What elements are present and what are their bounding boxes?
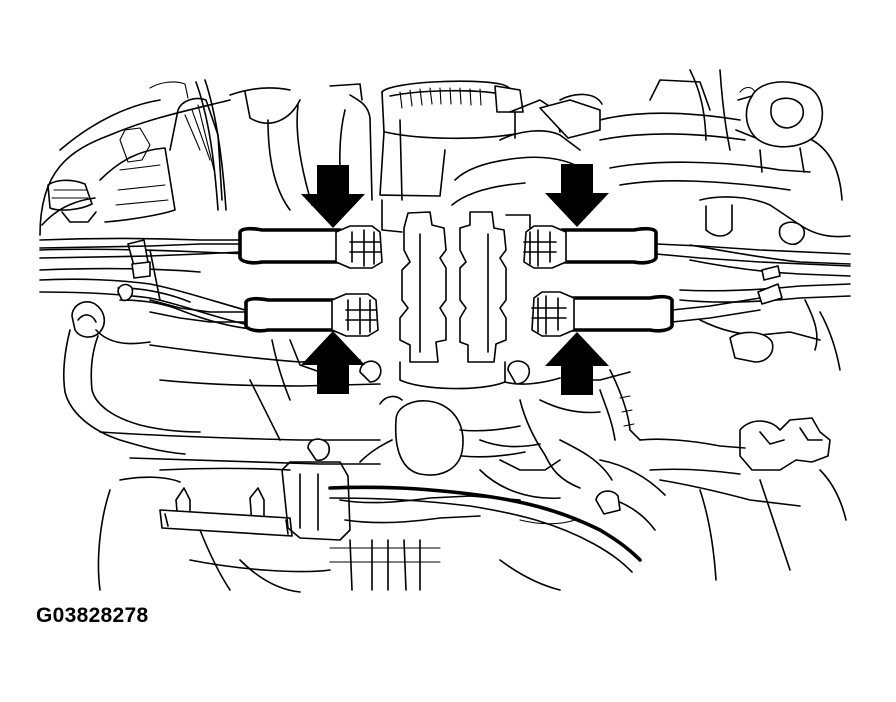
upper-hose-assembly <box>39 225 851 269</box>
arrow-upper-left-icon <box>301 165 365 228</box>
figure-code: G03828278 <box>36 604 149 627</box>
arrow-lower-right-icon <box>545 332 609 395</box>
arrow-lower-left-icon <box>301 331 365 394</box>
lower-hose-assembly <box>149 291 761 337</box>
arrow-upper-right-icon <box>545 164 609 227</box>
engine-background-outline <box>39 69 851 593</box>
